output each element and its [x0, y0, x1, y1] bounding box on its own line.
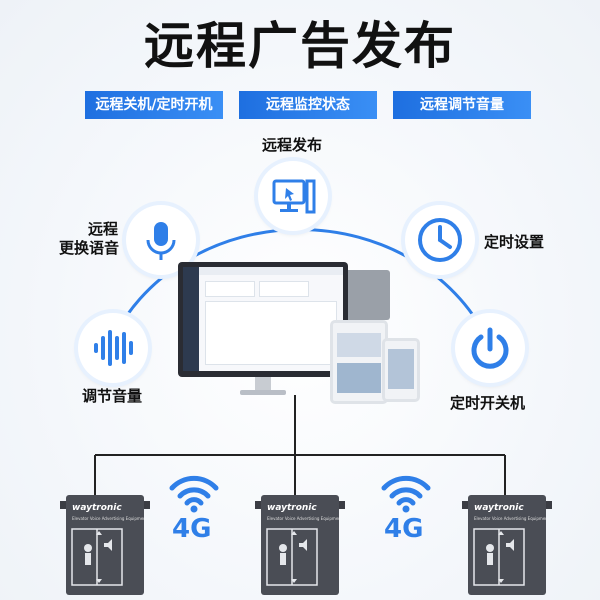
feature-pill-remote-monitor: 远程监控状态 [239, 91, 377, 119]
phone-device [382, 338, 420, 402]
page-title: 远程广告发布 [144, 17, 456, 75]
power-icon [455, 313, 525, 383]
advertising-device: waytronic Elevator Voice Advertising Equ… [462, 493, 552, 596]
advertising-device: waytronic Elevator Voice Advertising Equ… [60, 493, 150, 596]
label-timer-setting: 定时设置 [484, 233, 545, 251]
network-4g-label: 4G [384, 514, 424, 544]
monitor-stand [255, 377, 271, 391]
sound-wave-icon [78, 313, 148, 383]
device-brand: waytronic [474, 503, 524, 513]
label-timed-power: 定时开关机 [450, 394, 526, 412]
computer-icon [258, 161, 328, 231]
device-name: Elevator Voice Advertising Equipment [267, 516, 339, 521]
label-remote: 远程 [88, 220, 119, 238]
laptop-back [340, 270, 390, 320]
device-name: Elevator Voice Advertising Equipment [474, 516, 546, 521]
label-change-voice: 更换语音 [59, 239, 120, 257]
clock-icon [405, 205, 475, 275]
advertising-device: waytronic Elevator Voice Advertising Equ… [255, 493, 345, 596]
wifi-icon [169, 475, 219, 513]
device-brand: waytronic [72, 503, 122, 513]
label-remote-publish: 远程发布 [262, 136, 323, 154]
tablet-device [330, 320, 388, 404]
network-4g-label: 4G [172, 514, 212, 544]
wifi-icon [381, 475, 431, 513]
monitor-screen [183, 267, 343, 371]
feature-pill-remote-power: 远程关机/定时开机 [85, 91, 223, 119]
feature-pill-remote-volume: 远程调节音量 [393, 91, 531, 119]
monitor-base [240, 390, 286, 395]
device-brand: waytronic [267, 503, 317, 513]
label-adjust-volume: 调节音量 [82, 387, 143, 405]
desktop-monitor [178, 262, 348, 377]
device-name: Elevator Voice Advertising Equipment [72, 516, 144, 521]
